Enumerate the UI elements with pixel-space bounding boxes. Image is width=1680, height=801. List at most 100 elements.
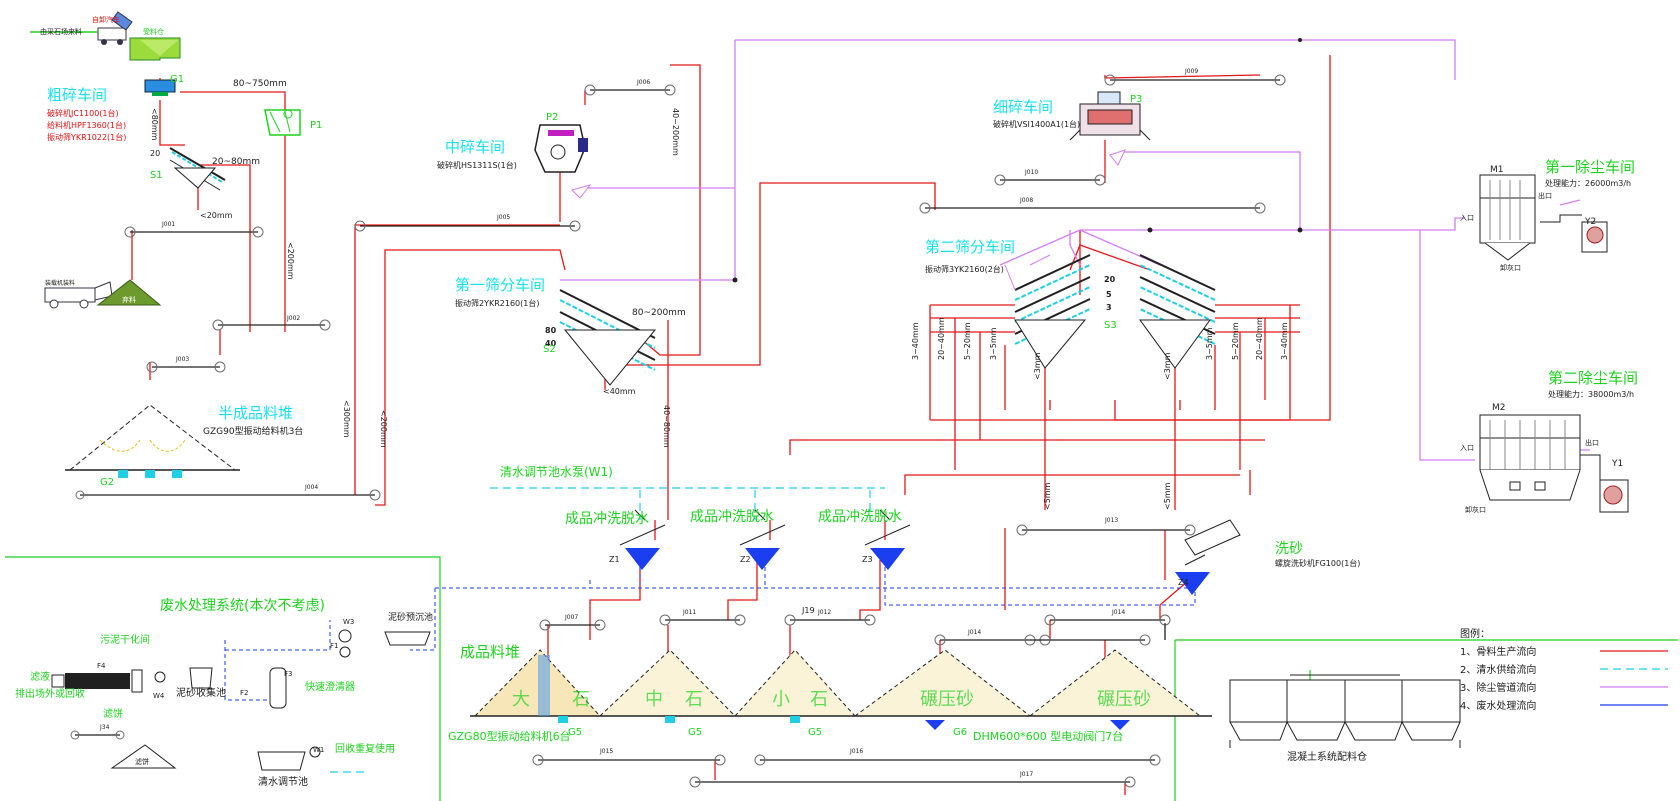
g1-feeder — [144, 79, 176, 96]
s3-screen-right — [1139, 254, 1216, 369]
belt-label-j012: J012 — [817, 609, 831, 616]
s3-screen-left — [1004, 254, 1091, 369]
belt-label-j001: J001 — [161, 221, 175, 228]
id-g6: G6 — [953, 727, 967, 738]
fine-line: 破碎机VSI1400A1(1台) — [993, 119, 1080, 129]
clear-pump-label: 清水调节池水泵(W1) — [500, 465, 613, 479]
pile-zhong: 中 — [645, 689, 663, 710]
belt-label-j008: J008 — [1019, 197, 1033, 204]
wastewater-boundary — [5, 556, 1678, 801]
dust-pipe-lines — [560, 39, 1590, 461]
cake-pile — [110, 744, 177, 769]
belt-j010 — [994, 174, 1106, 186]
legend-item-2: 2、清水供给流向 — [1460, 663, 1536, 676]
belt-label-j005: J005 — [496, 214, 510, 221]
coarse-line-2: 给料机HPF1360(1台) — [47, 120, 126, 130]
belt-label-j016: J016 — [849, 748, 863, 755]
pile-sand2: 碾压砂 — [1097, 689, 1151, 710]
product-title: 成品料堆 — [460, 643, 520, 661]
belt-label-j010: J010 — [1024, 169, 1038, 176]
legend-item-1: 1、骨料生产流向 — [1460, 645, 1536, 658]
semi-line: GZG90型振动给料机3台 — [203, 425, 303, 437]
size-lt300: <300mm — [342, 400, 351, 438]
id-y1: Y1 — [1611, 459, 1623, 469]
dust2-line: 处理能力：38000m3/h — [1548, 389, 1634, 399]
m2-inlet: 入口 — [1460, 444, 1474, 452]
belt-j006 — [584, 84, 676, 96]
truck-label: 由采石场来料 — [40, 27, 82, 36]
product-stockpiles — [470, 649, 1212, 730]
junction-dots — [732, 38, 1303, 283]
size-5-20-l: 5~20mm — [963, 322, 972, 360]
belt-label-j013: J013 — [1104, 517, 1118, 524]
id-f1: F1 — [330, 642, 338, 650]
size-20-80: 20~80mm — [212, 157, 260, 167]
id-m2: M2 — [1492, 403, 1506, 413]
y2-fan — [1540, 214, 1608, 253]
m1-dust-collector — [1479, 174, 1536, 261]
bin-label: 受料仓 — [143, 27, 164, 36]
size-lt5-l: <5mm — [1043, 482, 1052, 510]
s1-screen — [169, 147, 226, 191]
clear-pool — [257, 751, 306, 771]
waste-pile — [96, 279, 162, 306]
pile-shi1: 石 — [572, 689, 590, 710]
size-80-200: 80~200mm — [632, 308, 686, 318]
m1-outlet: 出口 — [1538, 191, 1552, 200]
size-3-5-r: 3~5mm — [1205, 327, 1214, 360]
z3-dewater — [864, 509, 911, 570]
size-n3: 3 — [1106, 303, 1112, 312]
medium-line: 破碎机HS1311S(1台) — [437, 160, 517, 170]
pile-da: 大 — [512, 689, 530, 710]
belt-j014a — [934, 634, 1036, 646]
ww-reuse: 回收重复使用 — [335, 742, 395, 755]
f4-filter-press — [51, 669, 143, 693]
belt-label-j004: J004 — [304, 484, 318, 491]
belt-j017 — [689, 776, 1136, 788]
pre-settle-pool — [384, 631, 431, 646]
w3-pump — [338, 629, 352, 643]
dump-label: 自卸汽车 — [92, 15, 120, 24]
size-40-200: 40~200mm — [671, 108, 680, 156]
ww-sludge-dry: 污泥干化间 — [100, 633, 150, 646]
clear-water-lines — [330, 487, 885, 773]
legend-title: 图例： — [1460, 627, 1490, 640]
belt-j007 — [539, 619, 606, 631]
size-20-40-l: 20~40mm — [937, 317, 946, 360]
belt-label-j014b: J014 — [1111, 609, 1125, 616]
belt-label-j002: J002 — [286, 315, 300, 322]
belt-j008 — [919, 202, 1266, 214]
belt-j34 — [70, 730, 125, 740]
belt-label-j007: J007 — [564, 614, 578, 621]
w4-pump — [154, 671, 166, 683]
id-y2: Y2 — [1584, 217, 1596, 227]
id-g1: G1 — [170, 74, 184, 85]
belt-j004 — [75, 489, 381, 501]
id-z2: Z2 — [740, 555, 751, 564]
belt-j016 — [754, 754, 1161, 766]
size-lt5-r: <5mm — [1163, 482, 1172, 510]
size-lt20: <20mm — [200, 211, 233, 220]
screen1-line: 振动筛2YKR2160(1台) — [455, 298, 539, 308]
belt-label-j009: J009 — [1184, 68, 1198, 75]
m1-discharge: 卸灰口 — [1500, 263, 1521, 272]
legend-item-4: 4、废水处理流向 — [1460, 699, 1536, 712]
pile-shi3: 石 — [810, 689, 828, 710]
belt-j003 — [146, 361, 226, 373]
belt-label-j19: J19 — [801, 606, 815, 615]
size-n40: 40 — [545, 339, 557, 348]
belt-j009 — [1104, 74, 1286, 86]
semi-finished-stockpile — [65, 404, 240, 478]
medium-title: 中碎车间 — [445, 138, 505, 156]
size-3-40-r: 3~40mm — [1280, 322, 1289, 360]
belt-j005 — [354, 220, 581, 232]
size-lt3-r: <3mm — [1163, 352, 1172, 380]
m2-dust-collector — [1479, 414, 1581, 501]
wash-label-2: 成品冲洗脱水 — [690, 509, 774, 525]
p2-cone-crusher — [534, 124, 588, 173]
feeder-gzg80: GZG80型振动给料机6台 — [448, 729, 571, 743]
screen2-title: 第二筛分车间 — [925, 238, 1015, 256]
size-n20: 20 — [1104, 275, 1116, 284]
id-p1: P1 — [310, 120, 322, 131]
